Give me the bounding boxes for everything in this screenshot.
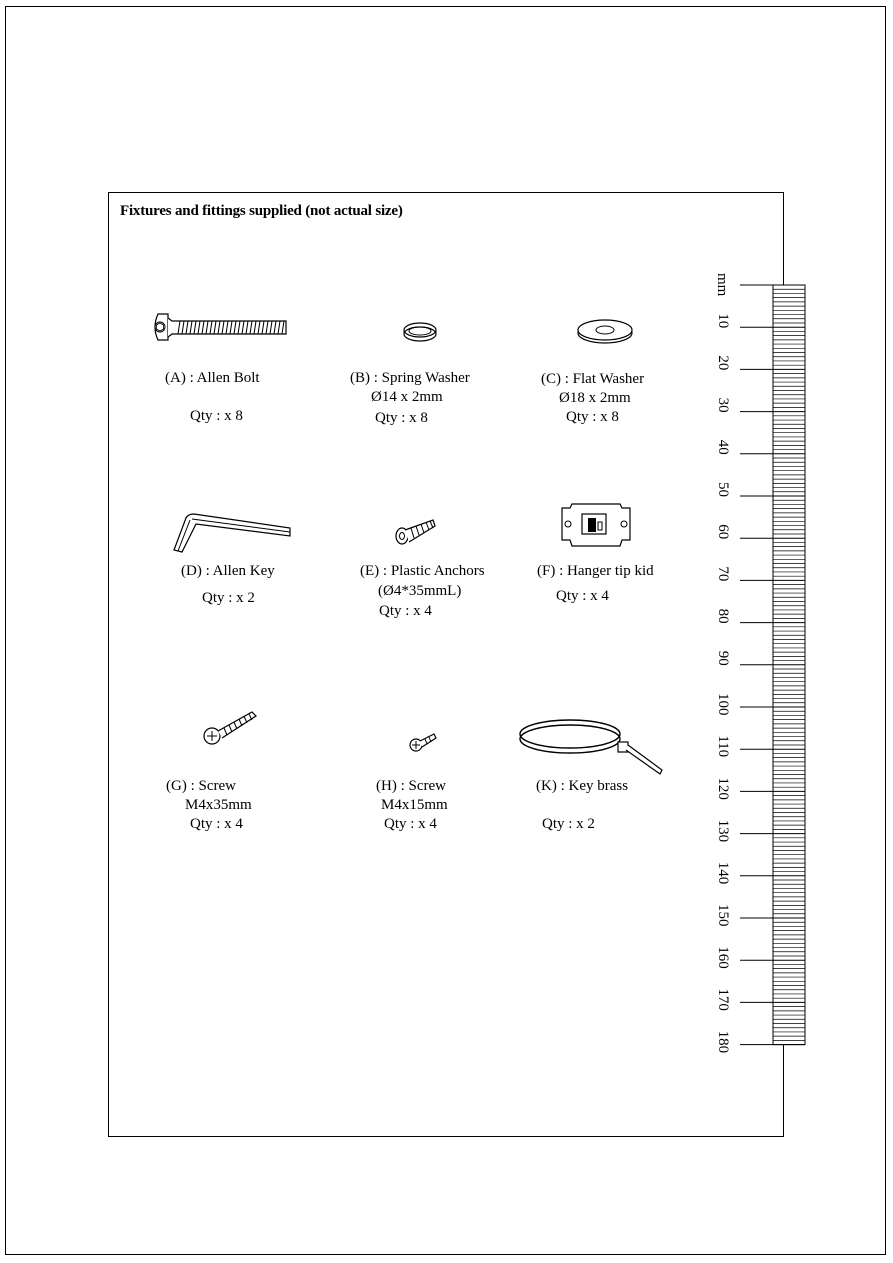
item-b-spec: Ø14 x 2mm [371, 389, 443, 405]
flat-washer-icon [577, 319, 633, 344]
short-screw-icon [409, 733, 437, 752]
item-g-name: (G) : Screw [166, 778, 236, 794]
allen-bolt-icon [154, 313, 287, 341]
ruler-label: 110 [715, 735, 731, 757]
allen-key-icon [173, 513, 291, 553]
ruler-label: 180 [715, 1031, 731, 1054]
item-f-qty: Qty : x 4 [556, 588, 609, 604]
ruler-label: 10 [715, 313, 731, 328]
ruler-label: 100 [715, 693, 731, 716]
item-k-name: (K) : Key brass [536, 778, 629, 794]
ruler-label: 90 [715, 651, 731, 666]
ruler-label: 130 [715, 820, 731, 843]
item-b-qty: Qty : x 8 [375, 410, 428, 426]
ruler-label: 20 [715, 355, 731, 370]
item-e-spec: (Ø4*35mmL) [378, 583, 462, 599]
item-e-qty: Qty : x 4 [379, 603, 432, 619]
item-e-name: (E) : Plastic Anchors [360, 563, 485, 579]
hanger-tip-icon [561, 503, 631, 547]
item-b-name: (B) : Spring Washer [350, 370, 470, 386]
ruler-label: 170 [715, 988, 731, 1011]
fittings-panel [108, 192, 784, 1137]
ruler-label: 80 [715, 609, 731, 624]
ruler-unit-label: mm [714, 273, 730, 297]
plastic-anchor-icon [395, 519, 436, 545]
ruler-label: 140 [715, 862, 731, 885]
item-d-name: (D) : Allen Key [181, 563, 275, 579]
spring-washer-icon [403, 322, 437, 342]
item-a-name: (A) : Allen Bolt [165, 370, 260, 386]
long-screw-icon [203, 711, 257, 745]
page-border [5, 6, 886, 1255]
item-d-qty: Qty : x 2 [202, 590, 255, 606]
item-h-qty: Qty : x 4 [384, 816, 437, 832]
cable-tie-icon [519, 719, 663, 775]
item-f-name: (F) : Hanger tip kid [537, 563, 654, 579]
item-c-spec: Ø18 x 2mm [559, 390, 631, 406]
item-h-name: (H) : Screw [376, 778, 446, 794]
item-c-qty: Qty : x 8 [566, 409, 619, 425]
item-g-spec: M4x35mm [185, 797, 252, 813]
ruler-label: 40 [715, 440, 731, 455]
ruler-label: 160 [715, 946, 731, 969]
item-c-name: (C) : Flat Washer [541, 371, 645, 387]
ruler-label: 60 [715, 524, 731, 539]
item-g-qty: Qty : x 4 [190, 816, 243, 832]
ruler-label: 70 [715, 566, 731, 581]
ruler-label: 150 [715, 904, 731, 927]
item-h-spec: M4x15mm [381, 797, 448, 813]
panel-title: Fixtures and fittings supplied (not actu… [120, 203, 403, 219]
ruler-label: 30 [715, 398, 731, 413]
ruler-label: 120 [715, 777, 731, 800]
ruler-label: 50 [715, 482, 731, 497]
item-a-qty: Qty : x 8 [190, 408, 243, 424]
item-k-qty: Qty : x 2 [542, 816, 595, 832]
